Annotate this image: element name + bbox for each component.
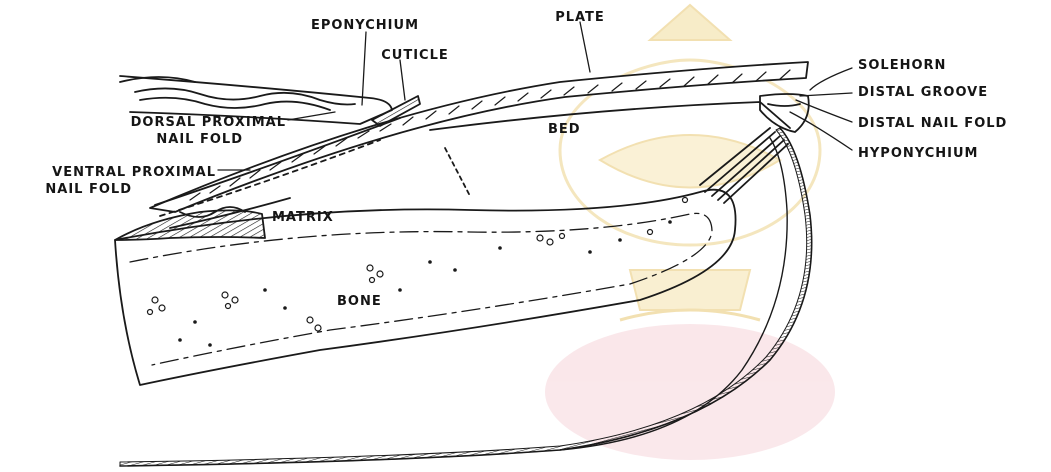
label-distal-nail-fold: DISTAL NAIL FOLD	[858, 116, 1007, 132]
label-bed: BED	[548, 122, 581, 138]
leader-solehorn	[810, 68, 852, 90]
leader-distal-groove	[800, 93, 852, 96]
label-ventral-nail-fold: NAIL FOLD	[4, 182, 132, 198]
label-ventral-proximal: VENTRAL PROXIMAL	[4, 165, 216, 181]
label-plate: PLATE	[545, 10, 615, 26]
bone-dots	[178, 220, 672, 347]
label-bone: BONE	[337, 294, 382, 310]
leader-cuticle	[400, 60, 405, 100]
leader-dorsal-fold	[288, 112, 335, 120]
label-hyponychium: HYPONYCHIUM	[858, 146, 978, 162]
label-matrix: MATRIX	[272, 210, 334, 226]
label-cuticle: CUTICLE	[365, 48, 465, 64]
label-eponychium: EPONYCHIUM	[305, 18, 425, 34]
leader-plate	[580, 22, 590, 72]
label-dorsal-nail-fold: NAIL FOLD	[98, 132, 243, 148]
distal-groove-region	[760, 94, 809, 132]
label-dorsal-proximal: DORSAL PROXIMAL	[98, 115, 286, 131]
leader-eponychium	[362, 32, 366, 105]
label-distal-groove: DISTAL GROOVE	[858, 85, 988, 101]
label-solehorn: SOLEHORN	[858, 58, 946, 74]
